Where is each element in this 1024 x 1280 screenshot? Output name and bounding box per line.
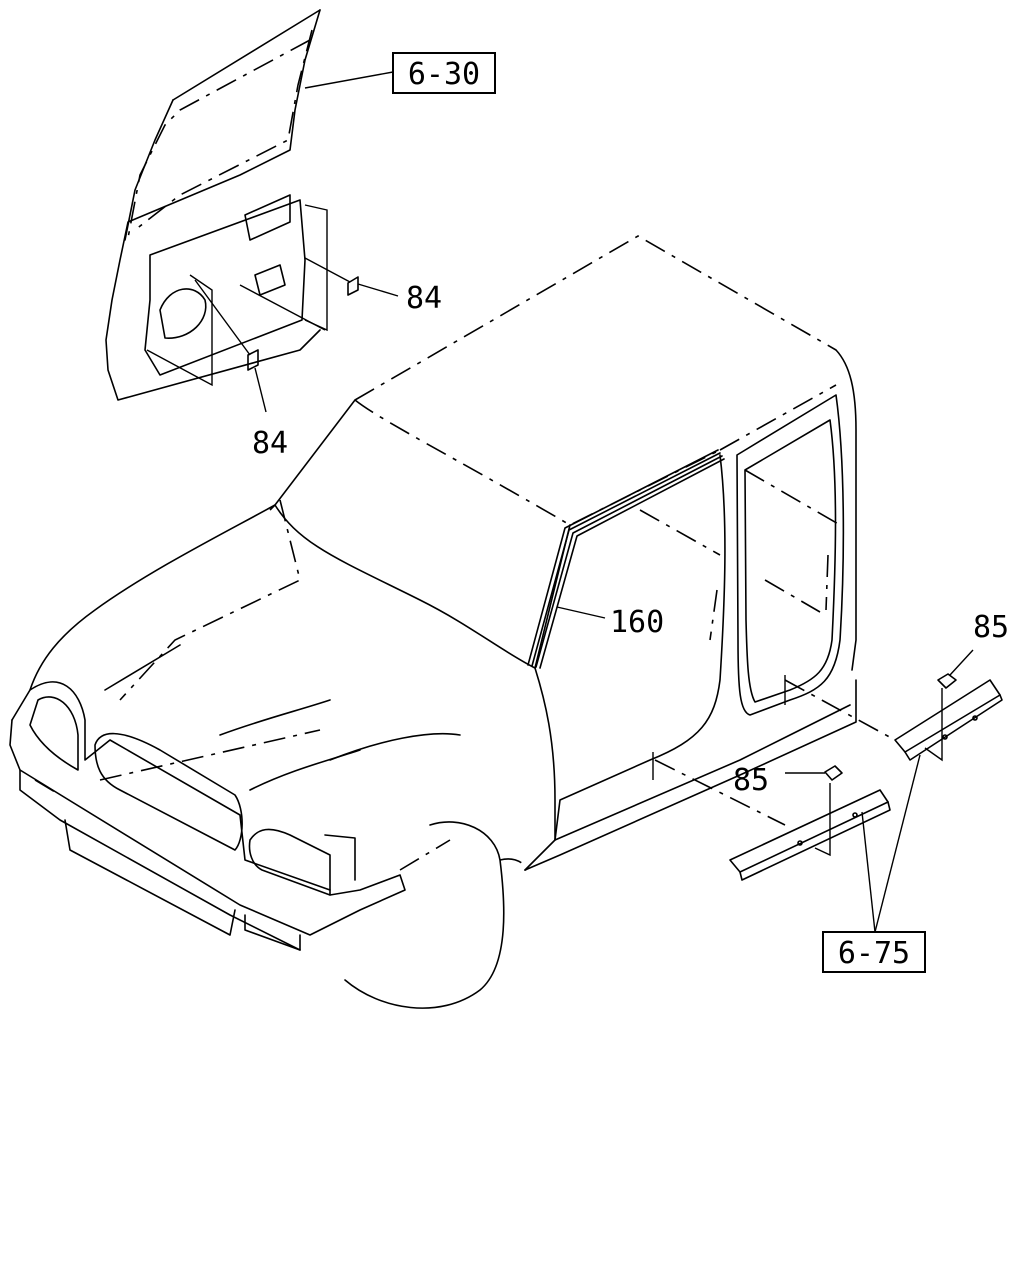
ref-box-6-75: 6-75 — [822, 754, 926, 973]
clip-85-right-part — [937, 649, 974, 689]
part-label-84-lower: 84 — [252, 426, 288, 461]
clip-84-lower-part — [247, 349, 267, 413]
ref-box-6-30: 6-30 — [304, 52, 496, 94]
ref-label-6-30: 6-30 — [408, 57, 480, 92]
part-label-85-left: 85 — [733, 763, 769, 798]
part-label-85-right: 85 — [973, 610, 1009, 645]
part-label-160: 160 — [610, 605, 664, 640]
clip-84-upper-part — [347, 276, 399, 297]
part-label-84-upper: 84 — [406, 281, 442, 316]
rear-sill-plate-part — [784, 675, 1003, 762]
door-clip-leaders — [146, 204, 351, 387]
weatherstrip-160-part — [527, 449, 725, 669]
clip-85-left-part — [785, 765, 843, 781]
front-sill-plate-part — [652, 752, 891, 881]
ref-label-6-75: 6-75 — [838, 936, 910, 971]
front-door-panel — [105, 9, 321, 401]
vehicle-body — [9, 235, 857, 1009]
